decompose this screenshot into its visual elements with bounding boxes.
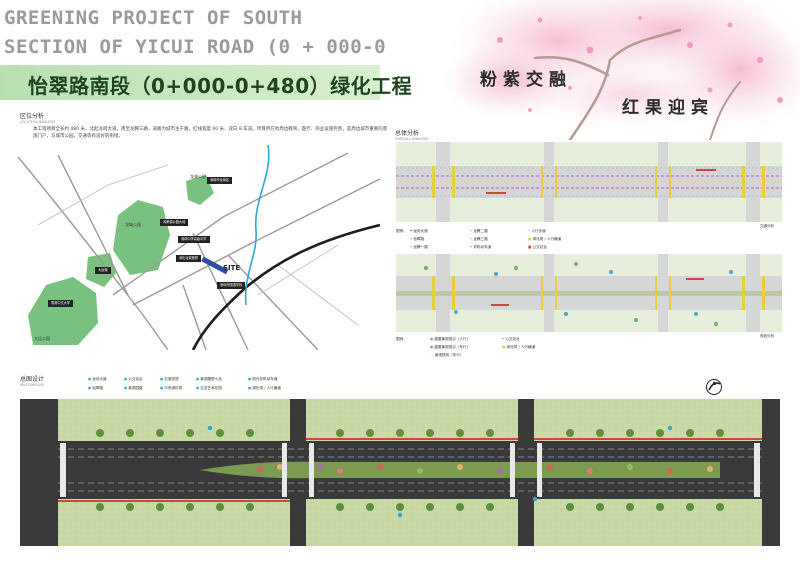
legend-item-view-car: ● 重要景观视点（车行） (430, 345, 471, 349)
callout-hongrongyuan: 鸿荣源公园大地 (160, 219, 189, 226)
location-map (18, 145, 380, 350)
callout-hospital: 深化龙城医院 (176, 255, 202, 262)
overall-heading: 总体分析 OVERALL ANALYSIS (395, 130, 429, 141)
plan-legend-2: ● 怡翠路 (88, 386, 104, 390)
slogan-line-1: 粉紫交融 (480, 70, 572, 90)
masterplan (20, 399, 780, 546)
legend-item-sightline: ⋯ 景观视线（车行） (430, 353, 464, 357)
plan-legend-5: ● 中央绿化带 (160, 386, 183, 390)
legend-item-longteng1: ┅ 龙腾一路 (410, 245, 428, 249)
legend-item-green-crossing: ■ 绿化带 / 人行横道 (528, 237, 562, 241)
legend-item-green-walk: ■ 绿化带 / 人行横道 (502, 345, 536, 349)
slogan-line-2: 红果迎宾 (622, 98, 714, 118)
site-marker (201, 256, 229, 275)
map-label-longcheng: 龙城公园 (125, 222, 141, 227)
legend-item-longteng3: ┅ 龙腾三路 (470, 237, 488, 241)
callout-dayuncheng: 大运城 (95, 267, 111, 274)
callout-longgang: 深圳市龙岗区 (207, 177, 233, 184)
cherry-blossom-illustration (440, 0, 800, 140)
legend-item-bus-stop: ━ 公交站台 (502, 337, 520, 341)
legend-item-yicui: ┅ 怡翠路 (410, 237, 425, 241)
location-heading: 区位分析 LOCATION ANALYSIS (20, 113, 56, 124)
legend-item-view-walk: ● 重要景观视点（人行） (430, 337, 471, 341)
callout-school: 深圳中学高级中学 (178, 236, 210, 243)
plan-legend-7: ● 生态艺术花园 (196, 386, 222, 390)
plan-legend-3: ● 公交站台 (124, 377, 143, 381)
caption-view: 视线分析 (760, 334, 774, 338)
plan-legend-4: ● 景观园路 (124, 386, 143, 390)
legend-item-bus: ■ 公交站台 (528, 245, 547, 249)
river (244, 145, 270, 306)
traffic-analysis-plan (396, 142, 782, 222)
plan-legend: ● 龙岗大道 ● 怡翠路 ● 公交站台 ● 景观园路 ● 石谱密语 ● 中央绿化… (88, 377, 388, 397)
legend-bottom-title: 图例： (396, 337, 407, 341)
park-longcheng (113, 200, 170, 275)
title-chinese: 怡翠路南段（0+000-0+480）绿化工程 (28, 74, 413, 98)
park-dayun (28, 277, 98, 345)
map-label-dayun: 大运公园 (34, 336, 50, 341)
callout-cuhk: 香港中文大学 (48, 300, 74, 307)
highway (191, 223, 380, 350)
legend-item-longteng2: ┅ 龙腾二路 (470, 229, 488, 233)
plan-heading: 总图设计 MASTERPLAN (20, 376, 45, 387)
callout-foreign-school: 深圳外国语学校 (217, 282, 246, 289)
caption-traffic: 交通分析 (760, 224, 774, 228)
site-label: SITE (223, 264, 241, 272)
view-analysis-plan (396, 254, 782, 332)
legend-top-title: 图例： (396, 229, 407, 233)
plan-legend-8: ● 景观雕塑小品 (196, 377, 222, 381)
location-description: 本工程项目全长约 480 米，北起龙岗大道，南至龙腾三路，道路为城市主干路，红线… (33, 127, 388, 139)
north-arrow-icon (706, 379, 722, 395)
plan-legend-6: ● 石谱密语 (160, 377, 179, 381)
map-label-longhu: 龙湖公园 (190, 174, 206, 179)
legend-item-bike: ━ 非机动车道 (470, 245, 492, 249)
plan-legend-9: ● 阳光非机动车道 (248, 377, 278, 381)
plan-legend-10: ● 绿化带 / 人行横道 (248, 386, 281, 390)
legend-item-walk: ┅ 人行步道 (528, 229, 546, 233)
title-band (0, 65, 380, 100)
plan-legend-1: ● 龙岗大道 (88, 377, 107, 381)
legend-item-longgang: ━ 龙岗大道 (410, 229, 428, 233)
